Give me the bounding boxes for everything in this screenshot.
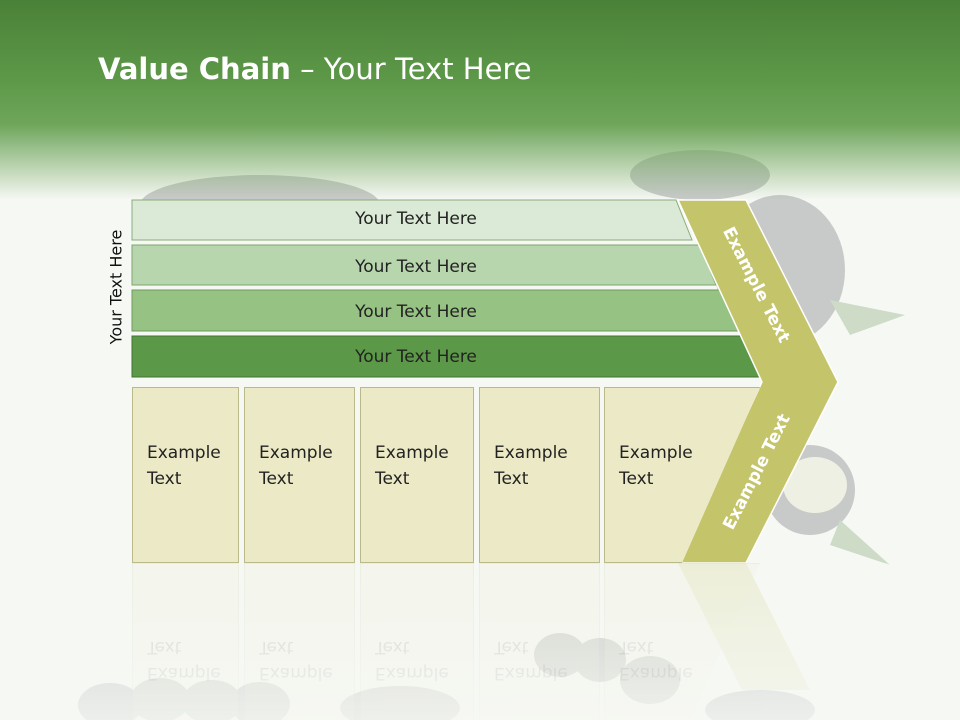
box-2-line1: Example	[259, 443, 333, 463]
example-box-4[interactable]: Example Text	[479, 387, 600, 563]
box-3-line2: Text	[375, 469, 410, 489]
box-5-line1: Example	[619, 443, 693, 463]
reflection-fade	[0, 563, 960, 720]
bar-label-3: Your Text Here	[355, 302, 477, 322]
title-rest: – Your Text Here	[290, 52, 532, 86]
example-box-1[interactable]: Example Text	[132, 387, 239, 563]
box-5-line2: Text	[619, 469, 654, 489]
bar-label-2: Your Text Here	[355, 257, 477, 277]
box-4-line1: Example	[494, 443, 568, 463]
box-4-line2: Text	[494, 469, 529, 489]
slide-title[interactable]: Value Chain – Your Text Here	[98, 52, 532, 86]
bar-label-4: Your Text Here	[355, 347, 477, 367]
bar-1[interactable]	[131, 199, 693, 241]
box-3-line1: Example	[375, 443, 449, 463]
header-band	[0, 0, 960, 200]
example-box-3[interactable]: Example Text	[360, 387, 474, 563]
box-2-line2: Text	[259, 469, 294, 489]
example-box-2[interactable]: Example Text	[244, 387, 355, 563]
box-1-line1: Example	[147, 443, 221, 463]
bar-label-1: Your Text Here	[355, 209, 477, 229]
title-bold: Value Chain	[98, 52, 291, 86]
box-1-line2: Text	[147, 469, 182, 489]
bar-2[interactable]	[131, 244, 717, 286]
